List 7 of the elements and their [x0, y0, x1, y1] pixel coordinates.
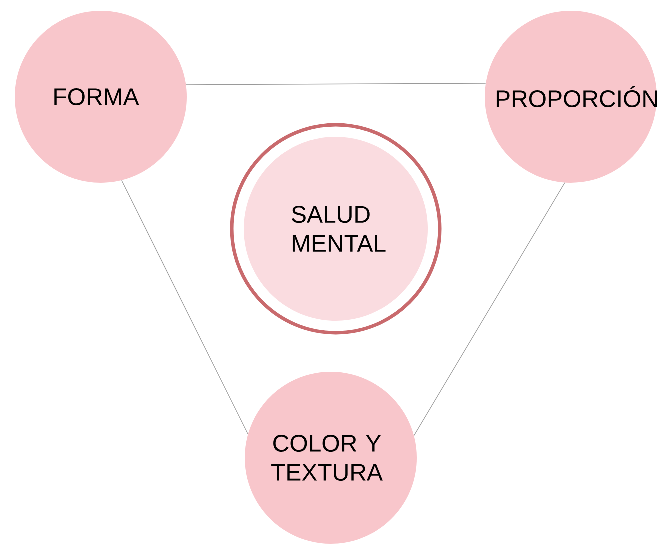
circle-node: COLOR Y TEXTURA	[245, 372, 417, 544]
connector-line	[414, 182, 566, 436]
connector-line	[186, 83, 486, 86]
circle-node: PROPORCIÓN	[485, 11, 658, 183]
circle-node: FORMA	[15, 11, 187, 183]
circle-node: SALUD MENTAL	[230, 123, 442, 335]
connector-line	[122, 180, 248, 435]
